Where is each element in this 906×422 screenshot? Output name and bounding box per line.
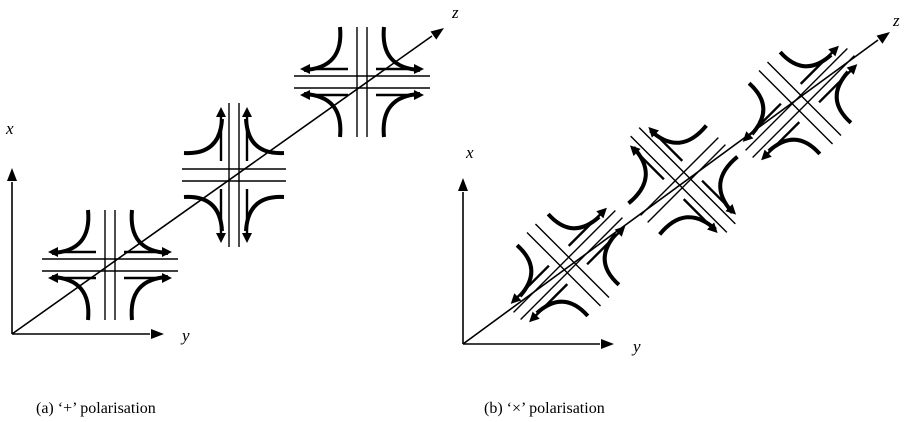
panel-b-caption: (b) ‘×’ polarisation [484,400,605,417]
panel-b-z-axis [462,39,879,345]
panel-a-y-label: y [180,326,190,345]
panel-a-z-axis [11,35,433,335]
panel-b-y-label: y [631,337,641,356]
panel-b-motif-2 [596,93,770,267]
panel-a-motif-horizontal-2 [294,27,430,137]
panel-b-x-label: x [465,143,474,162]
panel-a-caption: (a) ‘+’ polarisation [36,400,156,417]
panel-b-z-label: z [892,11,900,30]
panel-a-x-axis-arrowhead [7,168,17,181]
panel-b-y-axis-arrowhead [601,339,614,349]
panel-a-plus-polarisation: x y z (a) ‘+’ polarisation [5,3,459,417]
panel-b-cross-polarisation: x y z (b) ‘×’ polarisation [458,11,900,417]
panel-b-motif-3 [712,15,887,190]
panel-b-x-axis-arrowhead [458,178,468,191]
panel-a-z-axis-arrowhead [430,23,447,40]
panel-a-motif-vertical [182,103,286,247]
panel-a-y-axis-arrowhead [151,329,164,339]
panel-b-z-axis-arrowhead [876,27,893,44]
panel-a-z-label: z [451,3,459,22]
panel-a-x-label: x [5,119,14,138]
